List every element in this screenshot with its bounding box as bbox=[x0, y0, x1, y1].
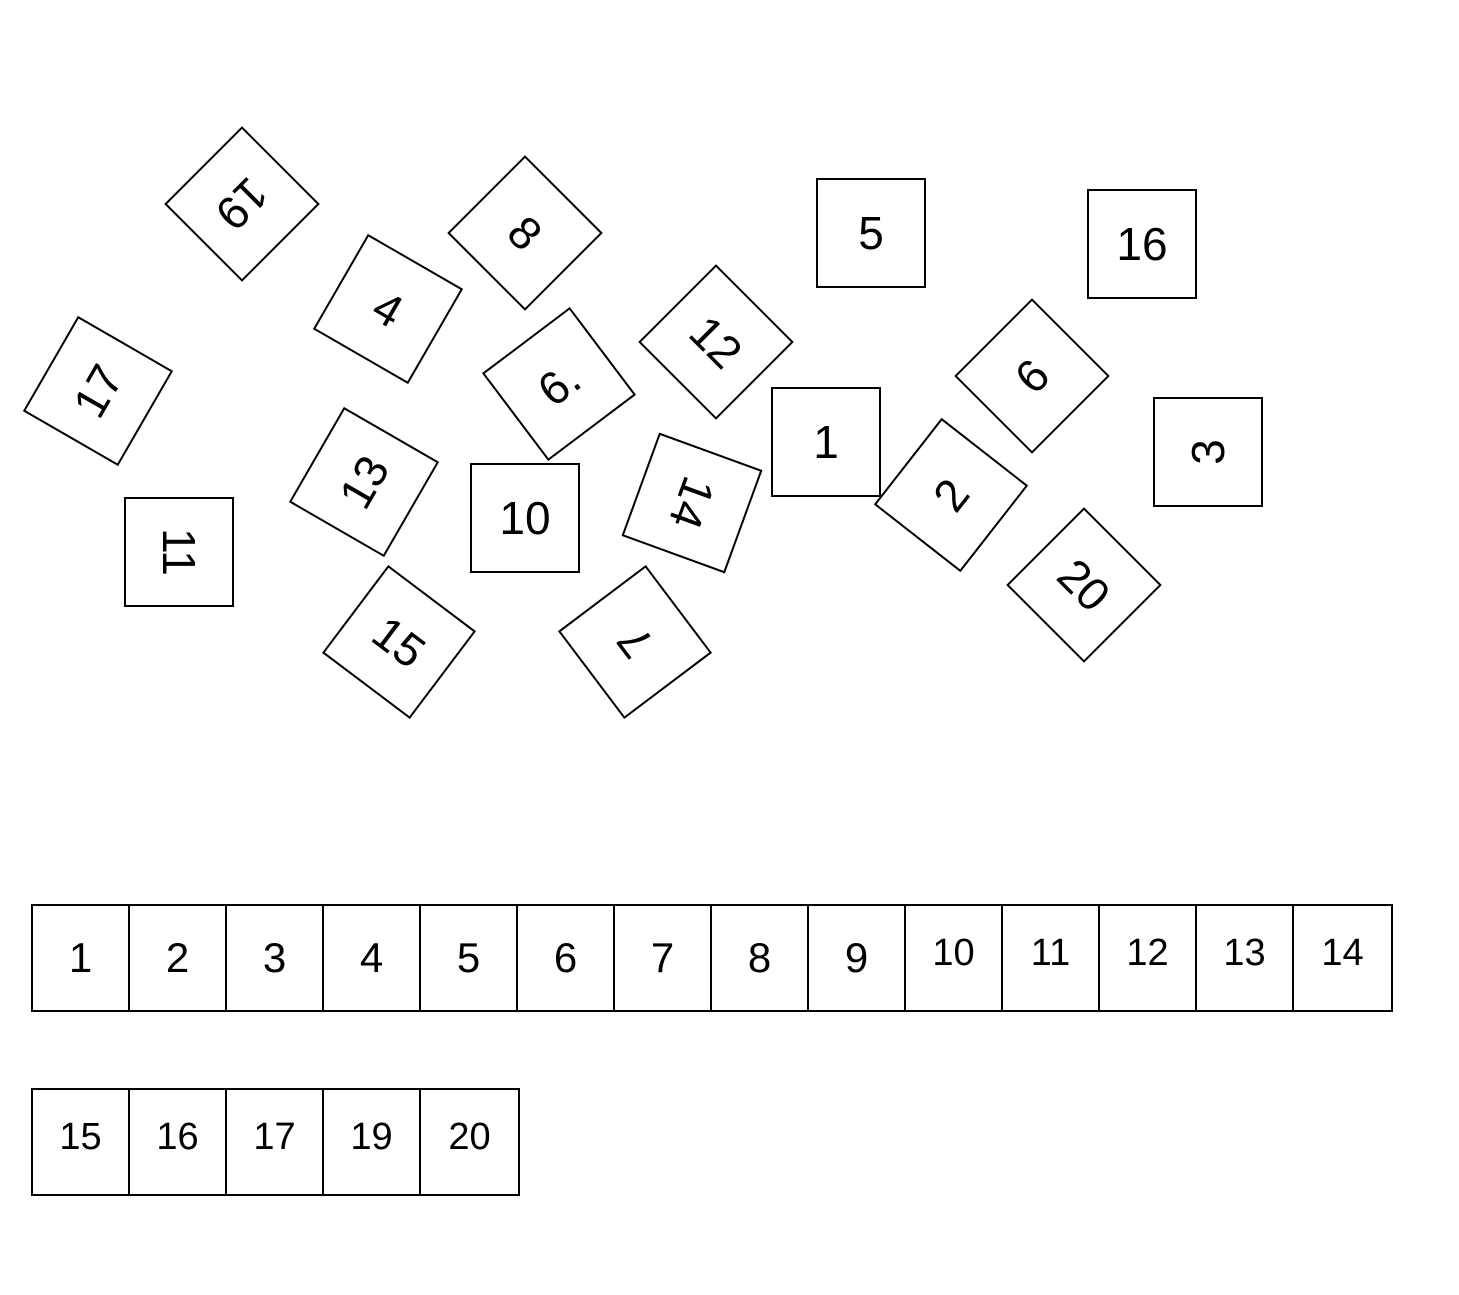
slot-9[interactable]: 9 bbox=[809, 906, 906, 1010]
tile-7[interactable]: 7 bbox=[557, 564, 713, 720]
tile-16[interactable]: 16 bbox=[1087, 189, 1197, 299]
slot-10[interactable]: 10 bbox=[906, 906, 1003, 1010]
tile-19[interactable]: 19 bbox=[164, 126, 320, 282]
answer-row-2: 15 16 17 19 20 bbox=[31, 1088, 520, 1196]
slot-12[interactable]: 12 bbox=[1100, 906, 1197, 1010]
answer-row-1: 1 2 3 4 5 6 7 8 9 10 11 12 13 14 bbox=[31, 904, 1393, 1012]
slot-20[interactable]: 20 bbox=[448, 1115, 491, 1158]
slot-19[interactable]: 19 bbox=[324, 1090, 421, 1194]
slot-17[interactable]: 17 bbox=[227, 1090, 324, 1194]
tile-6[interactable]: 6 bbox=[954, 298, 1110, 454]
slot-7[interactable]: 7 bbox=[615, 906, 712, 1010]
slot-13[interactable]: 13 bbox=[1197, 906, 1294, 1010]
slot-8[interactable]: 8 bbox=[712, 906, 809, 1010]
slot-3[interactable]: 3 bbox=[227, 906, 324, 1010]
tile-1[interactable]: 1 bbox=[771, 387, 881, 497]
tile-10[interactable]: 10 bbox=[470, 463, 580, 573]
tile-6-dot[interactable]: 6. bbox=[481, 306, 637, 462]
slot-2[interactable]: 2 bbox=[130, 906, 227, 1010]
tile-14[interactable]: 14 bbox=[621, 432, 763, 574]
slot-6[interactable]: 6 bbox=[518, 906, 615, 1010]
tile-2[interactable]: 2 bbox=[873, 417, 1029, 573]
slot-1[interactable]: 1 bbox=[33, 906, 130, 1010]
tile-5[interactable]: 5 bbox=[816, 178, 926, 288]
slot-16[interactable]: 16 bbox=[130, 1090, 227, 1194]
tile-8[interactable]: 8 bbox=[447, 155, 603, 311]
slot-5[interactable]: 5 bbox=[421, 906, 518, 1010]
scattered-tiles-area: 19 8 5 16 4 17 12 6. 6 1 3 13 10 14 2 11 bbox=[22, 126, 1263, 720]
tile-11[interactable]: 11 bbox=[124, 497, 234, 607]
slot-14[interactable]: 14 bbox=[1321, 931, 1364, 974]
tile-13[interactable]: 13 bbox=[288, 406, 440, 558]
tile-15[interactable]: 15 bbox=[321, 564, 477, 720]
tile-17[interactable]: 17 bbox=[22, 315, 174, 467]
tile-4[interactable]: 4 bbox=[312, 233, 464, 385]
slot-4[interactable]: 4 bbox=[324, 906, 421, 1010]
slot-15[interactable]: 15 bbox=[33, 1090, 130, 1194]
slot-11[interactable]: 11 bbox=[1003, 906, 1100, 1010]
tile-3[interactable]: 3 bbox=[1153, 397, 1263, 507]
tile-20[interactable]: 20 bbox=[1006, 507, 1162, 663]
